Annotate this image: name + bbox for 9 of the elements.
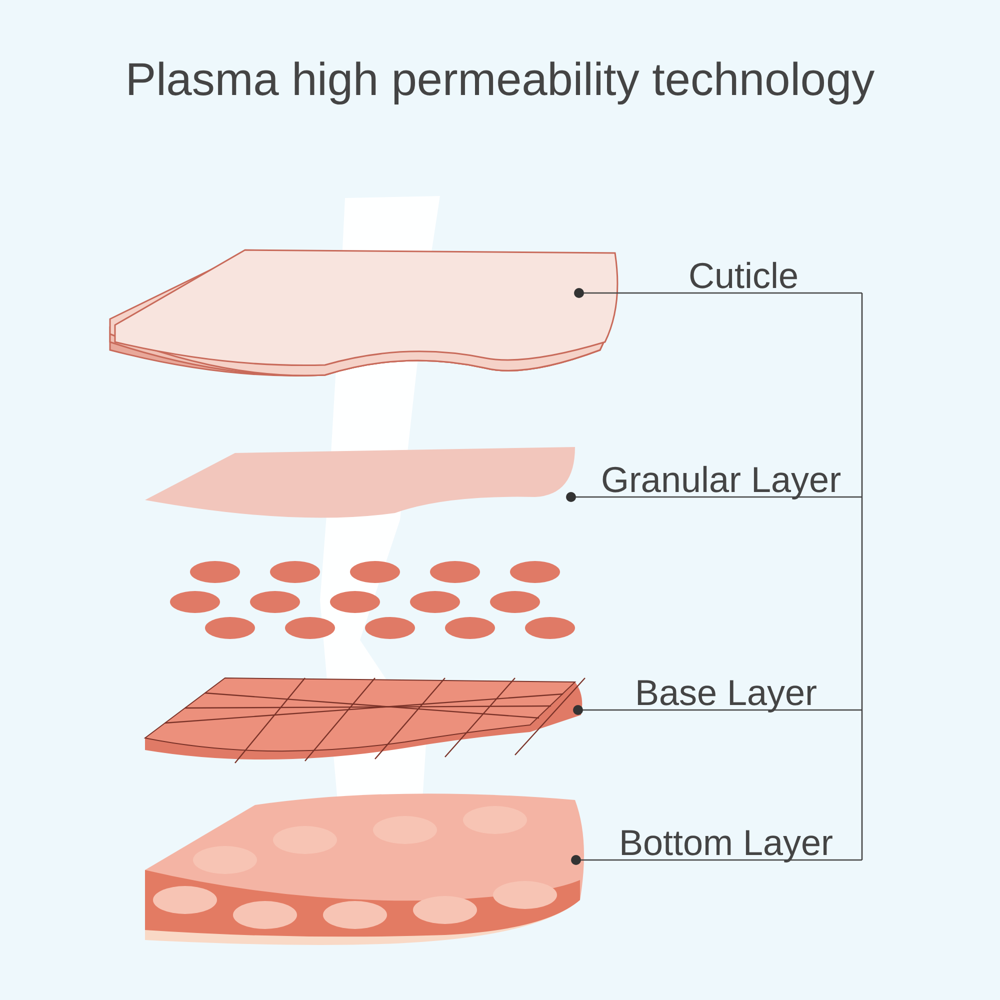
leader-line: [566, 492, 862, 502]
leader-line: [571, 855, 862, 865]
layer-label: Bottom Layer: [590, 800, 862, 863]
title: Plasma high permeability technology: [124, 52, 876, 106]
layer-label: Cuticle: [625, 240, 862, 296]
leader-line: [574, 288, 862, 298]
layer-label: Base Layer: [590, 650, 862, 713]
leader-line: [573, 705, 862, 715]
layer-label: Granular Layer: [580, 438, 862, 500]
